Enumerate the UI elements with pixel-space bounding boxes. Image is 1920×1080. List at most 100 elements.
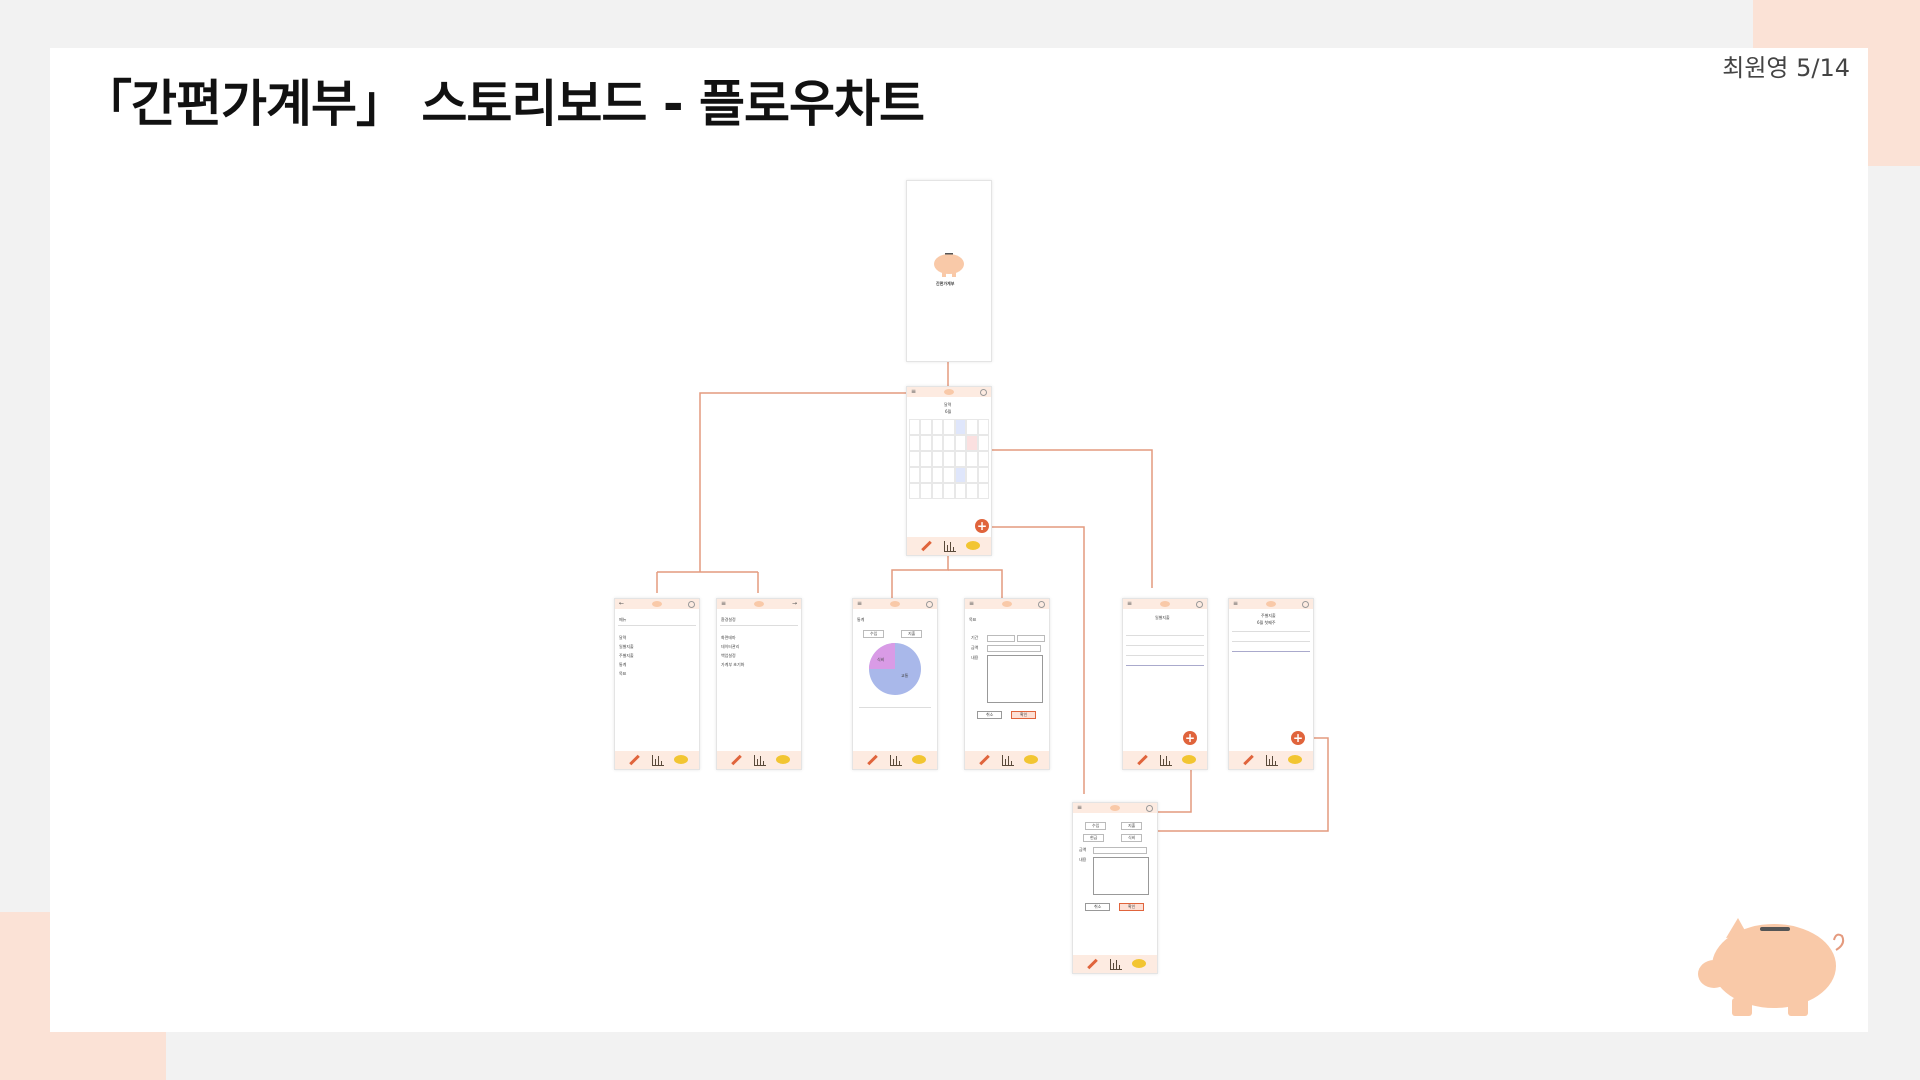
calendar-day-cell[interactable] bbox=[954, 419, 967, 435]
entry-toggle-expense[interactable]: 지출 bbox=[1121, 822, 1143, 830]
back-arrow-icon[interactable]: ← bbox=[619, 600, 625, 607]
pencil-icon[interactable] bbox=[979, 754, 991, 766]
menu-icon[interactable]: ≡ bbox=[969, 600, 975, 607]
calendar-day-cell[interactable] bbox=[920, 435, 932, 451]
calendar-day-cell[interactable] bbox=[966, 467, 978, 483]
confirm-button[interactable]: 확인 bbox=[1011, 711, 1037, 719]
calendar-day-cell[interactable] bbox=[977, 483, 989, 499]
calendar-day-cell[interactable] bbox=[954, 451, 967, 467]
coin-icon[interactable] bbox=[775, 755, 790, 764]
coin-icon[interactable] bbox=[1131, 959, 1146, 968]
coin-icon[interactable] bbox=[965, 541, 980, 550]
menu-item[interactable]: 목표 bbox=[619, 671, 627, 676]
settings-item[interactable]: 가계부 초기화 bbox=[721, 662, 745, 667]
coin-icon[interactable] bbox=[911, 755, 926, 764]
calendar-day-cell[interactable] bbox=[977, 451, 989, 467]
calendar-day-cell[interactable] bbox=[909, 467, 921, 483]
calendar-day-cell[interactable] bbox=[977, 467, 989, 483]
menu-item[interactable]: 달력 bbox=[619, 635, 627, 640]
calendar-day-cell[interactable] bbox=[977, 435, 989, 451]
calendar-day-cell[interactable] bbox=[909, 419, 921, 435]
menu-icon[interactable]: ≡ bbox=[911, 388, 917, 395]
pencil-icon[interactable] bbox=[921, 540, 933, 552]
calendar-day-cell[interactable] bbox=[931, 451, 944, 467]
plus-icon[interactable]: + bbox=[1183, 731, 1197, 745]
gear-icon[interactable] bbox=[980, 389, 987, 396]
menu-icon[interactable]: ≡ bbox=[1233, 600, 1239, 607]
gear-icon[interactable] bbox=[1146, 805, 1153, 812]
calendar-day-cell[interactable] bbox=[931, 467, 944, 483]
amount-input[interactable] bbox=[987, 645, 1041, 652]
pencil-icon[interactable] bbox=[1243, 754, 1255, 766]
content-textarea[interactable] bbox=[987, 655, 1043, 703]
calendar-day-cell[interactable] bbox=[920, 467, 932, 483]
calendar-day-cell[interactable] bbox=[943, 419, 955, 435]
entry-select-category[interactable]: 식비 bbox=[1121, 834, 1143, 842]
coin-icon[interactable] bbox=[1287, 755, 1302, 764]
pencil-icon[interactable] bbox=[1137, 754, 1149, 766]
pencil-icon[interactable] bbox=[731, 754, 743, 766]
stats-tab-expense[interactable]: 지출 bbox=[901, 630, 923, 638]
menu-icon[interactable]: ≡ bbox=[1127, 600, 1133, 607]
gear-icon[interactable] bbox=[1302, 601, 1309, 608]
gear-icon[interactable] bbox=[1196, 601, 1203, 608]
bar-chart-icon[interactable] bbox=[1001, 755, 1014, 766]
bar-chart-icon[interactable] bbox=[889, 755, 902, 766]
bar-chart-icon[interactable] bbox=[1159, 755, 1172, 766]
calendar-day-cell[interactable] bbox=[909, 451, 921, 467]
plus-icon[interactable]: + bbox=[1291, 731, 1305, 745]
calendar-day-cell[interactable] bbox=[909, 483, 921, 499]
calendar-day-cell[interactable] bbox=[954, 435, 967, 451]
calendar-grid[interactable] bbox=[909, 419, 989, 499]
period-end-input[interactable] bbox=[1017, 635, 1045, 642]
calendar-day-cell[interactable] bbox=[920, 451, 932, 467]
calendar-day-cell[interactable] bbox=[954, 483, 967, 499]
calendar-day-cell[interactable] bbox=[943, 483, 955, 499]
gear-icon[interactable] bbox=[1038, 601, 1045, 608]
amount-input[interactable] bbox=[1093, 847, 1147, 854]
calendar-day-cell[interactable] bbox=[931, 419, 944, 435]
settings-item[interactable]: 데이터관리 bbox=[721, 644, 740, 649]
calendar-day-cell[interactable] bbox=[909, 435, 921, 451]
calendar-day-cell[interactable] bbox=[977, 419, 989, 435]
bar-chart-icon[interactable] bbox=[651, 755, 664, 766]
bar-chart-icon[interactable] bbox=[1265, 755, 1278, 766]
menu-item[interactable]: 통계 bbox=[619, 662, 627, 667]
menu-icon[interactable]: ≡ bbox=[857, 600, 863, 607]
gear-icon[interactable] bbox=[688, 601, 695, 608]
calendar-day-cell[interactable] bbox=[931, 483, 944, 499]
coin-icon[interactable] bbox=[1023, 755, 1038, 764]
coin-icon[interactable] bbox=[673, 755, 688, 764]
coin-icon[interactable] bbox=[1181, 755, 1196, 764]
content-textarea[interactable] bbox=[1093, 857, 1149, 895]
menu-icon[interactable]: ≡ bbox=[721, 600, 727, 607]
calendar-day-cell[interactable] bbox=[966, 451, 978, 467]
menu-item[interactable]: 일별지출 bbox=[619, 644, 634, 649]
entry-toggle-income[interactable]: 수입 bbox=[1085, 822, 1107, 830]
bar-chart-icon[interactable] bbox=[753, 755, 766, 766]
cancel-button[interactable]: 취소 bbox=[977, 711, 1003, 719]
calendar-day-cell[interactable] bbox=[966, 483, 978, 499]
plus-icon[interactable]: + bbox=[975, 519, 989, 533]
calendar-day-cell[interactable] bbox=[966, 435, 978, 451]
calendar-day-cell[interactable] bbox=[954, 467, 967, 483]
calendar-day-cell[interactable] bbox=[943, 451, 955, 467]
pencil-icon[interactable] bbox=[1087, 958, 1099, 970]
calendar-day-cell[interactable] bbox=[943, 435, 955, 451]
calendar-day-cell[interactable] bbox=[920, 419, 932, 435]
settings-item[interactable]: 화면테마 bbox=[721, 635, 736, 640]
confirm-button[interactable]: 확인 bbox=[1119, 903, 1145, 911]
entry-select-payment[interactable]: 현금 bbox=[1083, 834, 1105, 842]
calendar-day-cell[interactable] bbox=[943, 467, 955, 483]
pencil-icon[interactable] bbox=[629, 754, 641, 766]
pencil-icon[interactable] bbox=[867, 754, 879, 766]
menu-item[interactable]: 주별지출 bbox=[619, 653, 634, 658]
stats-tab-income[interactable]: 수입 bbox=[863, 630, 885, 638]
cancel-button[interactable]: 취소 bbox=[1085, 903, 1111, 911]
period-start-input[interactable] bbox=[987, 635, 1015, 642]
calendar-day-cell[interactable] bbox=[966, 419, 978, 435]
forward-arrow-icon[interactable]: → bbox=[791, 600, 797, 607]
bar-chart-icon[interactable] bbox=[1109, 959, 1122, 970]
settings-item[interactable]: 백업설정 bbox=[721, 653, 736, 658]
menu-icon[interactable]: ≡ bbox=[1077, 804, 1083, 811]
